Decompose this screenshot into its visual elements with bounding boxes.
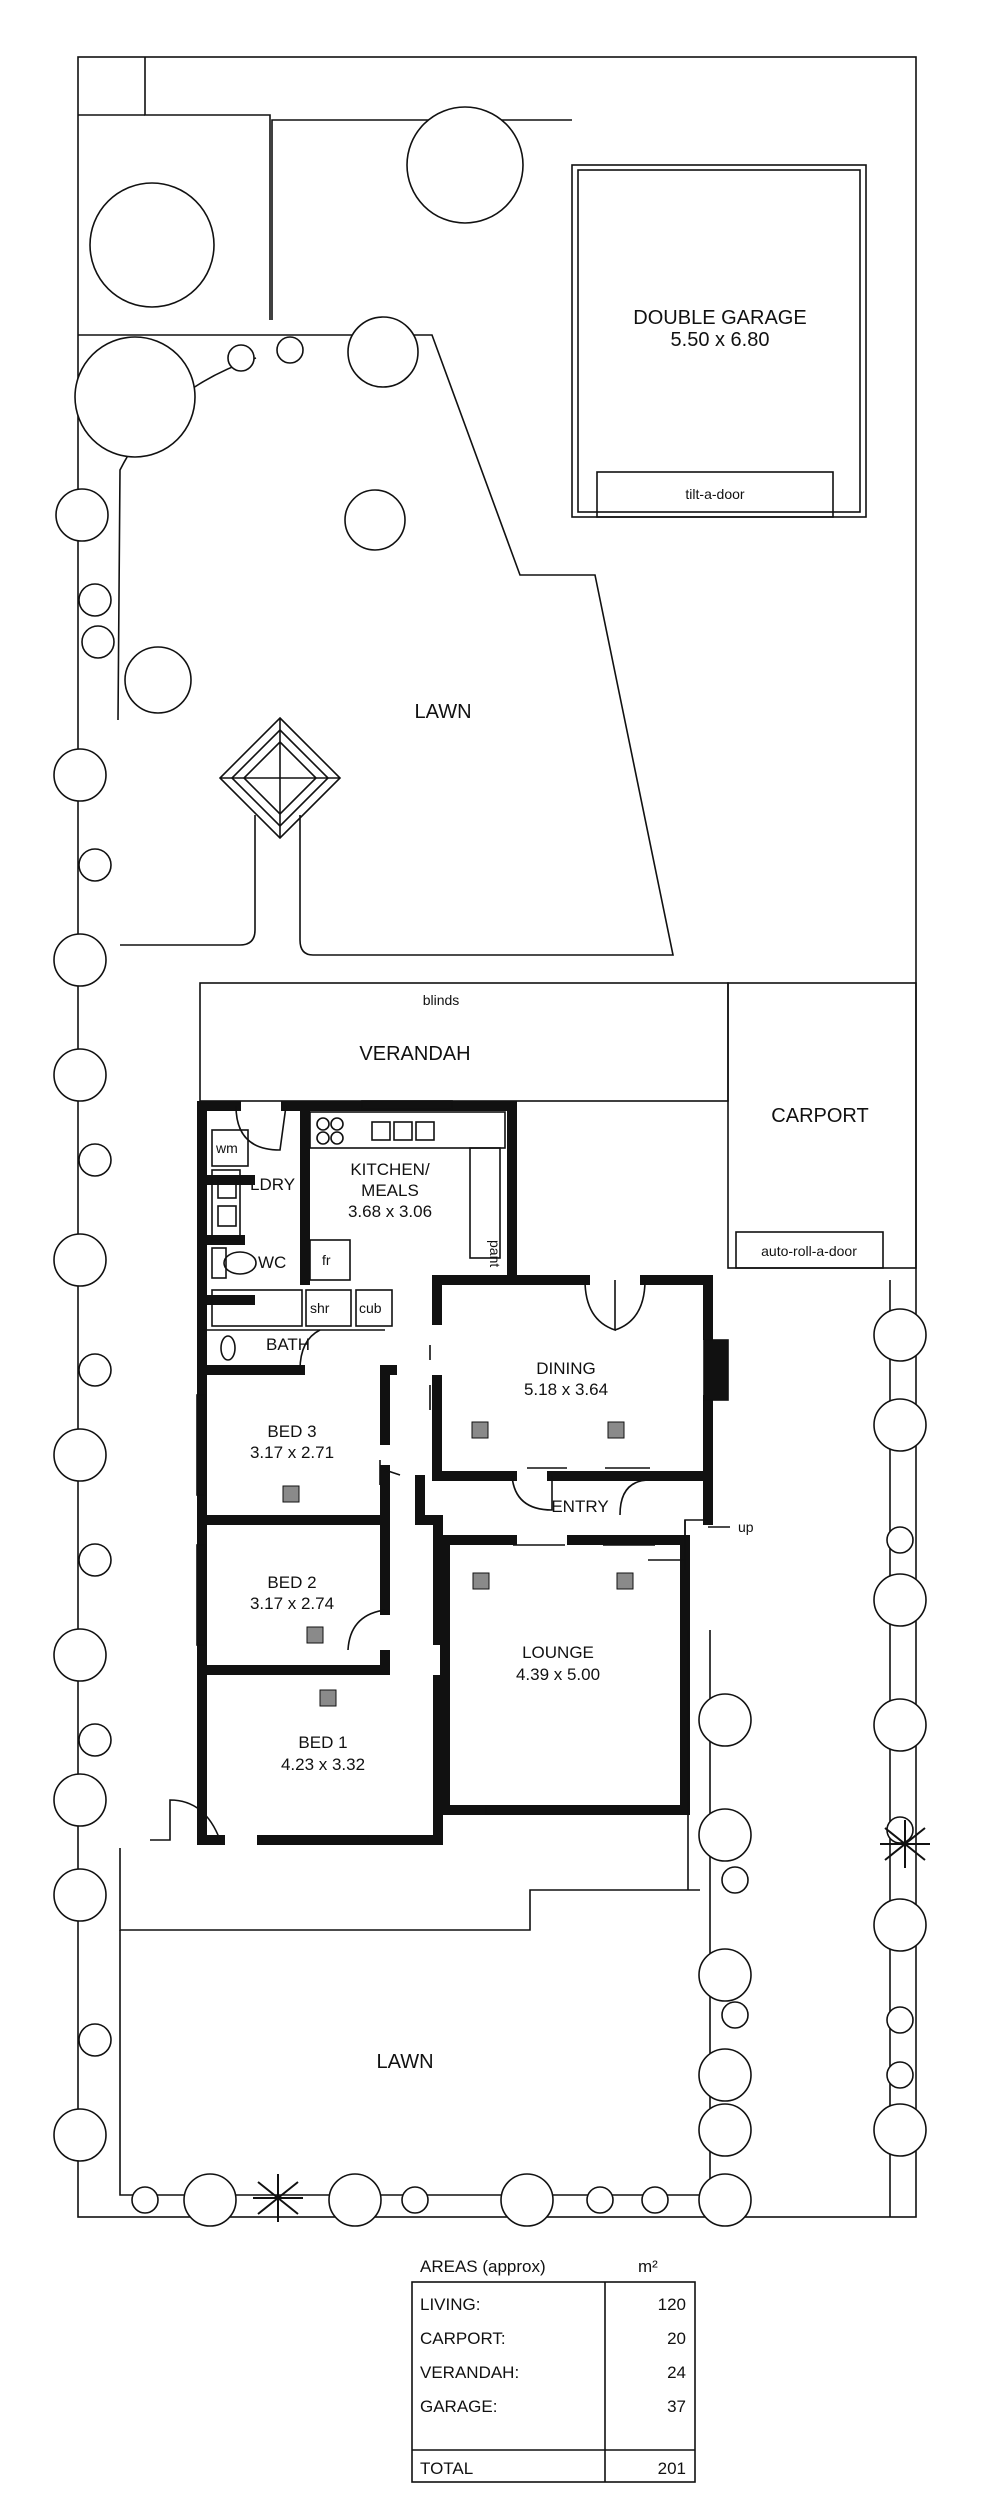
gazebo-icon: [218, 716, 342, 840]
areas-total-label: TOTAL: [420, 2459, 473, 2478]
front-yard: LAWN: [119, 1280, 891, 2217]
kitchen-fixtures: [309, 1111, 506, 1281]
lounge-dims: 4.39 x 5.00: [516, 1665, 600, 1684]
double-garage: DOUBLE GARAGE 5.50 x 6.80 tilt-a-door: [571, 164, 867, 518]
areas-title: AREAS (approx): [420, 2257, 546, 2276]
bed3-dims: 3.17 x 2.71: [250, 1443, 334, 1462]
wc-label: WC: [258, 1253, 286, 1272]
bed2-name: BED 2: [267, 1573, 316, 1592]
bed3-name: BED 3: [267, 1422, 316, 1441]
rear-lawn-label: LAWN: [414, 701, 471, 723]
bed2-dims: 3.17 x 2.74: [250, 1594, 334, 1613]
garage-name: DOUBLE GARAGE: [633, 307, 806, 329]
house-labels: LDRY wm WC fr KITCHEN/ MEALS 3.68 x 3.06…: [215, 1140, 754, 1774]
bed1-name: BED 1: [298, 1733, 347, 1752]
carport: CARPORT auto-roll-a-door: [727, 982, 917, 1269]
pantry-label: pant: [487, 1240, 503, 1267]
areas-row-value: 24: [667, 2363, 686, 2382]
doors: [150, 1105, 708, 1841]
kitchen-dims: 3.68 x 3.06: [348, 1202, 432, 1221]
entry-label: ENTRY: [551, 1497, 608, 1516]
areas-row-label: LIVING:: [420, 2295, 480, 2314]
areas-unit: m²: [638, 2257, 658, 2276]
fridge-label: fr: [322, 1252, 331, 1268]
wet-area-fixtures: [202, 1129, 393, 1361]
kitchen-name: KITCHEN/: [350, 1160, 430, 1179]
front-lawn-label: LAWN: [376, 2051, 433, 2073]
areas-total-value: 201: [658, 2459, 686, 2478]
areas-row-value: 120: [658, 2295, 686, 2314]
up-label: up: [738, 1519, 754, 1535]
sliding-doors: [379, 1345, 730, 1546]
wm-label: wm: [215, 1140, 238, 1156]
areas-row-value: 37: [667, 2397, 686, 2416]
garage-dims: 5.50 x 6.80: [671, 329, 770, 351]
dining-name: DINING: [536, 1359, 596, 1378]
verandah-label: VERANDAH: [359, 1043, 470, 1065]
areas-row-label: GARAGE:: [420, 2397, 497, 2416]
house-walls: [197, 1101, 713, 1845]
blinds-label: blinds: [423, 992, 460, 1008]
areas-row-label: CARPORT:: [420, 2329, 506, 2348]
carport-label: CARPORT: [771, 1105, 868, 1127]
bed1-dims: 4.23 x 3.32: [281, 1755, 365, 1774]
windows: [196, 1100, 729, 1845]
dining-dims: 5.18 x 3.64: [524, 1380, 608, 1399]
carport-door-label: auto-roll-a-door: [761, 1243, 857, 1259]
verandah: blinds VERANDAH: [199, 982, 729, 1102]
bath-label: BATH: [266, 1335, 310, 1354]
lounge-name: LOUNGE: [522, 1643, 594, 1662]
shower-label: shr: [310, 1300, 330, 1316]
palm-icons: [253, 1820, 930, 2222]
areas-row-label: VERANDAH:: [420, 2363, 519, 2382]
cupboard-label: cub: [359, 1300, 382, 1316]
tree-icons: [53, 106, 927, 2227]
laundry-label: LDRY: [250, 1175, 295, 1194]
areas-row-value: 20: [667, 2329, 686, 2348]
garage-door-label: tilt-a-door: [685, 486, 744, 502]
kitchen-name2: MEALS: [361, 1181, 419, 1200]
floor-vents: [282, 1421, 634, 1707]
